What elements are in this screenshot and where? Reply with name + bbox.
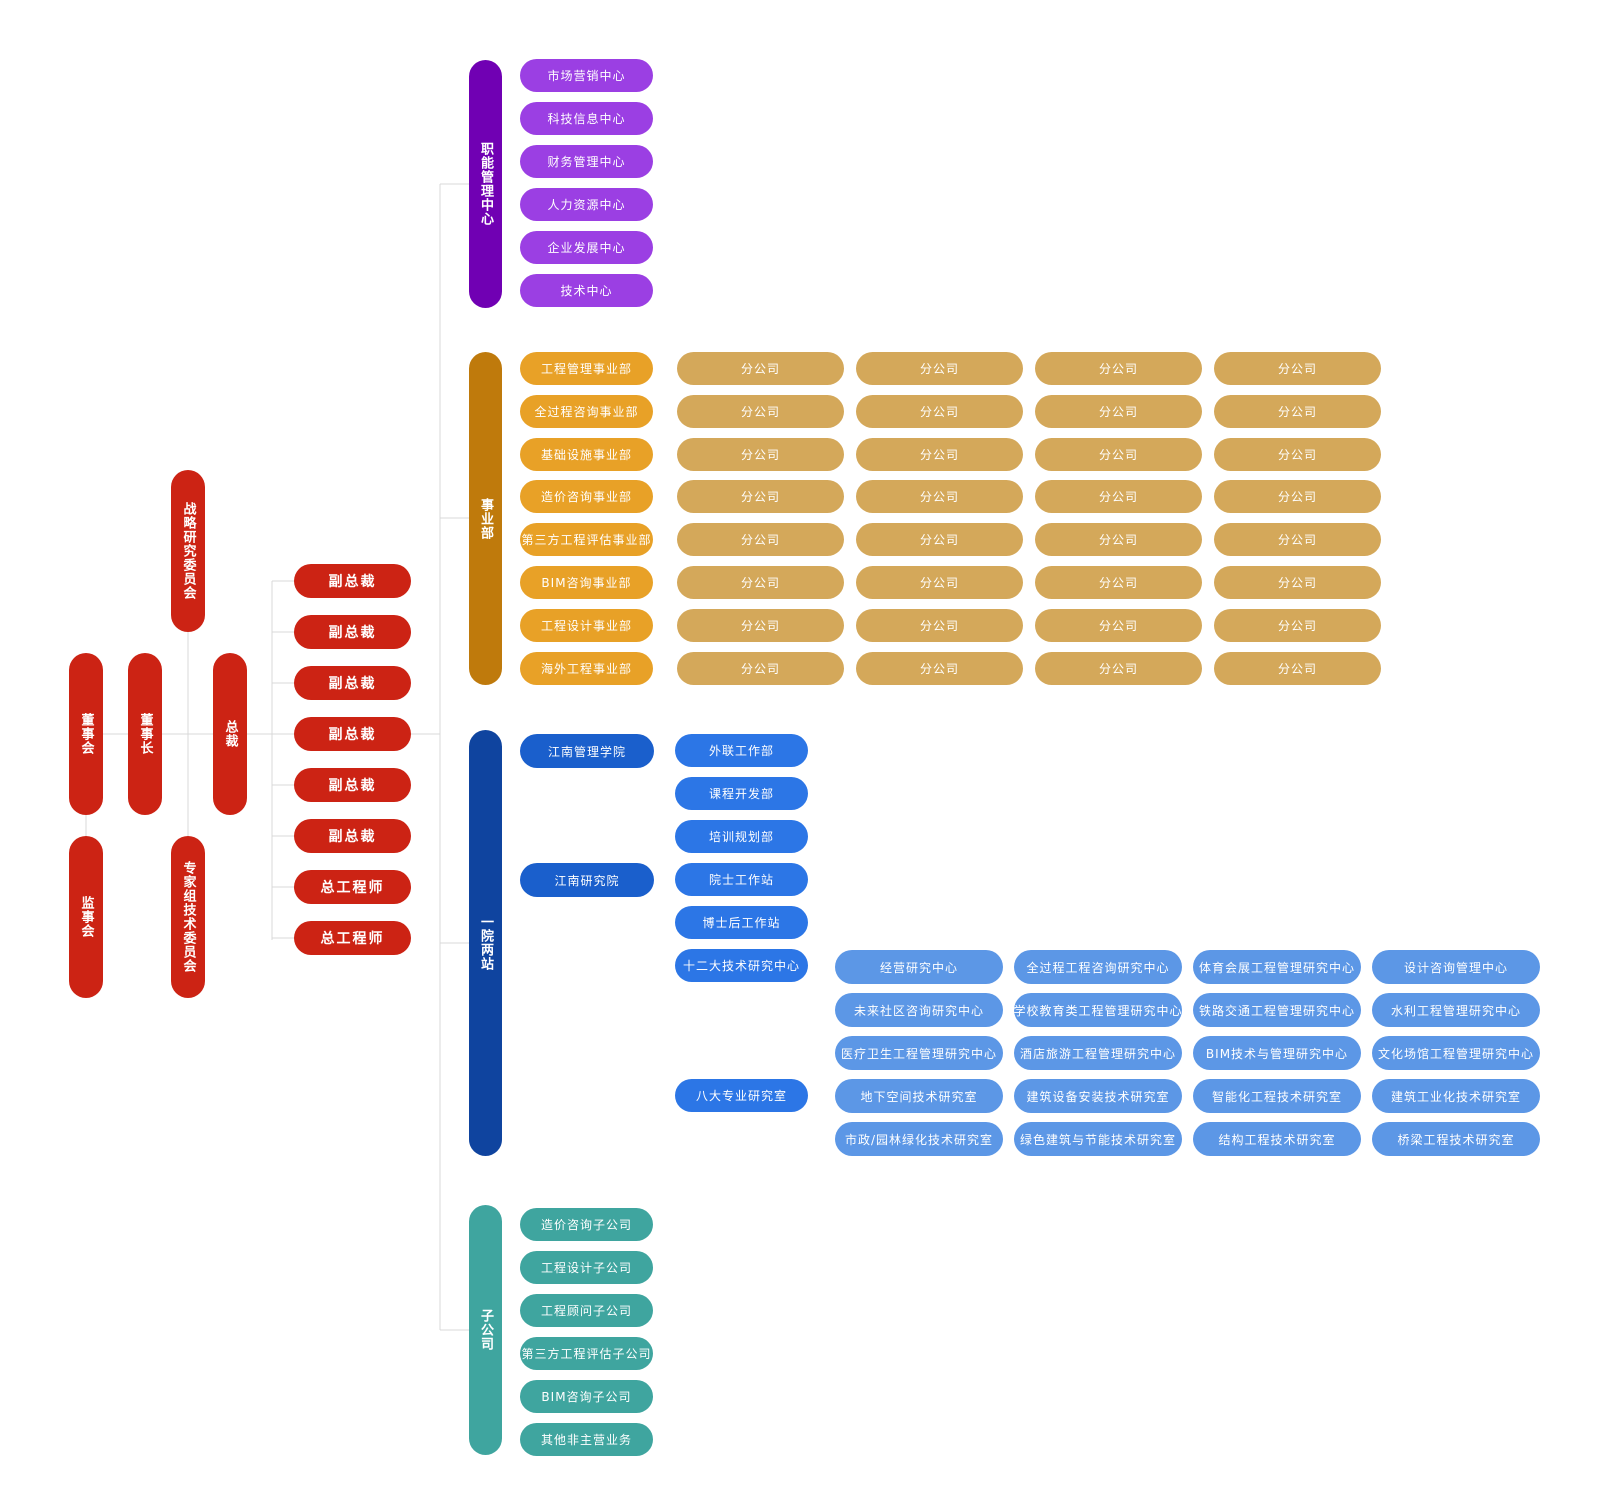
branch-office-item: 分公司 [856,566,1023,599]
functional-center-item: 科技信息中心 [520,102,653,135]
academy-dept-item: 培训规划部 [675,820,808,853]
research-lab-item: 绿色建筑与节能技术研究室 [1014,1122,1182,1156]
subsidiary-item: 工程设计子公司 [520,1251,653,1284]
research-center-item: 铁路交通工程管理研究中心 [1193,993,1361,1027]
subsidiaries-bar: 子公司 [469,1205,502,1455]
business-unit-item: 全过程咨询事业部 [520,394,653,428]
research-lab-item: 结构工程技术研究室 [1193,1122,1361,1156]
branch-office-item: 分公司 [1214,523,1381,557]
branch-office-item: 分公司 [1035,651,1202,685]
research-center-item: 设计咨询管理中心 [1372,950,1540,984]
president-node: 总裁 [213,653,247,815]
branch-office-item: 分公司 [677,651,844,685]
branch-office-item: 分公司 [677,394,844,428]
academy-dept-item: 课程开发部 [675,777,808,810]
branch-office-item: 分公司 [1035,566,1202,599]
branch-office-item: 分公司 [1035,523,1202,557]
research-center-item: BIM技术与管理研究中心 [1193,1036,1361,1070]
expert-committee-node: 专家组技术委员会 [171,836,205,998]
research-lab-item: 桥梁工程技术研究室 [1372,1122,1540,1156]
executive-node: 总工程师 [294,870,411,904]
subsidiary-item: 其他非主营业务 [520,1423,653,1456]
research-lab-item: 建筑设备安装技术研究室 [1014,1079,1182,1113]
business-unit-item: 基础设施事业部 [520,437,653,471]
board-node: 董事会 [69,653,103,815]
research-unit-item: 八大专业研究室 [675,1079,808,1112]
branch-office-item: 分公司 [1035,608,1202,642]
business-unit-item: 造价咨询事业部 [520,480,653,514]
functional-center-item: 财务管理中心 [520,145,653,178]
research-center-item: 水利工程管理研究中心 [1372,993,1540,1027]
branch-office-item: 分公司 [856,480,1023,514]
research-unit-item: 院士工作站 [675,863,808,896]
executive-node: 副总裁 [294,615,411,649]
functional-center-item: 市场营销中心 [520,59,653,92]
branch-office-item: 分公司 [856,608,1023,642]
research-unit-item: 博士后工作站 [675,906,808,939]
research-center-item: 文化场馆工程管理研究中心 [1372,1036,1540,1070]
research-institute-node: 江南研究院 [520,863,654,897]
branch-office-item: 分公司 [1214,566,1381,599]
functional-center-item: 技术中心 [520,274,653,307]
branch-office-item: 分公司 [856,523,1023,557]
business-division-bar: 事业部 [469,352,502,685]
branch-office-item: 分公司 [1214,608,1381,642]
subsidiary-item: 第三方工程评估子公司 [520,1337,653,1370]
branch-office-item: 分公司 [856,394,1023,428]
research-center-item: 医疗卫生工程管理研究中心 [835,1036,1003,1070]
business-unit-item: 工程设计事业部 [520,608,653,642]
institute-bar: 一院两站 [469,730,502,1156]
functional-management-bar: 职能管理中心 [469,60,502,308]
research-center-item: 未来社区咨询研究中心 [835,993,1003,1027]
business-unit-item: 海外工程事业部 [520,651,653,685]
research-center-item: 体育会展工程管理研究中心 [1193,950,1361,984]
branch-office-item: 分公司 [1035,437,1202,471]
branch-office-item: 分公司 [677,566,844,599]
branch-office-item: 分公司 [677,608,844,642]
functional-center-item: 人力资源中心 [520,188,653,221]
research-lab-item: 地下空间技术研究室 [835,1079,1003,1113]
branch-office-item: 分公司 [1214,352,1381,385]
academy-node: 江南管理学院 [520,734,654,768]
supervisors-node: 监事会 [69,836,103,998]
branch-office-item: 分公司 [677,437,844,471]
branch-office-item: 分公司 [856,437,1023,471]
executive-node: 副总裁 [294,819,411,853]
research-lab-item: 智能化工程技术研究室 [1193,1079,1361,1113]
research-center-item: 学校教育类工程管理研究中心 [1014,993,1182,1027]
research-lab-item: 市政/园林绿化技术研究室 [835,1122,1003,1156]
business-unit-item: BIM咨询事业部 [520,566,653,599]
subsidiary-item: BIM咨询子公司 [520,1380,653,1413]
branch-office-item: 分公司 [1035,394,1202,428]
branch-office-item: 分公司 [1035,480,1202,514]
branch-office-item: 分公司 [677,523,844,557]
executive-node: 总工程师 [294,921,411,955]
branch-office-item: 分公司 [1214,651,1381,685]
branch-office-item: 分公司 [677,480,844,514]
research-unit-item: 十二大技术研究中心 [675,949,808,982]
branch-office-item: 分公司 [677,352,844,385]
branch-office-item: 分公司 [856,352,1023,385]
branch-office-item: 分公司 [1214,437,1381,471]
branch-office-item: 分公司 [1214,480,1381,514]
branch-office-item: 分公司 [1035,352,1202,385]
research-center-item: 经营研究中心 [835,950,1003,984]
executive-node: 副总裁 [294,768,411,802]
research-center-item: 全过程工程咨询研究中心 [1014,950,1182,984]
research-center-item: 酒店旅游工程管理研究中心 [1014,1036,1182,1070]
business-unit-item: 第三方工程评估事业部 [520,523,653,557]
subsidiary-item: 造价咨询子公司 [520,1208,653,1241]
research-lab-item: 建筑工业化技术研究室 [1372,1079,1540,1113]
strategy-committee-node: 战略研究委员会 [171,470,205,632]
executive-node: 副总裁 [294,666,411,700]
chairman-node: 董事长 [128,653,162,815]
academy-dept-item: 外联工作部 [675,734,808,767]
subsidiary-item: 工程顾问子公司 [520,1294,653,1327]
executive-node: 副总裁 [294,717,411,751]
business-unit-item: 工程管理事业部 [520,352,653,385]
functional-center-item: 企业发展中心 [520,231,653,264]
executive-node: 副总裁 [294,564,411,598]
branch-office-item: 分公司 [856,651,1023,685]
branch-office-item: 分公司 [1214,394,1381,428]
